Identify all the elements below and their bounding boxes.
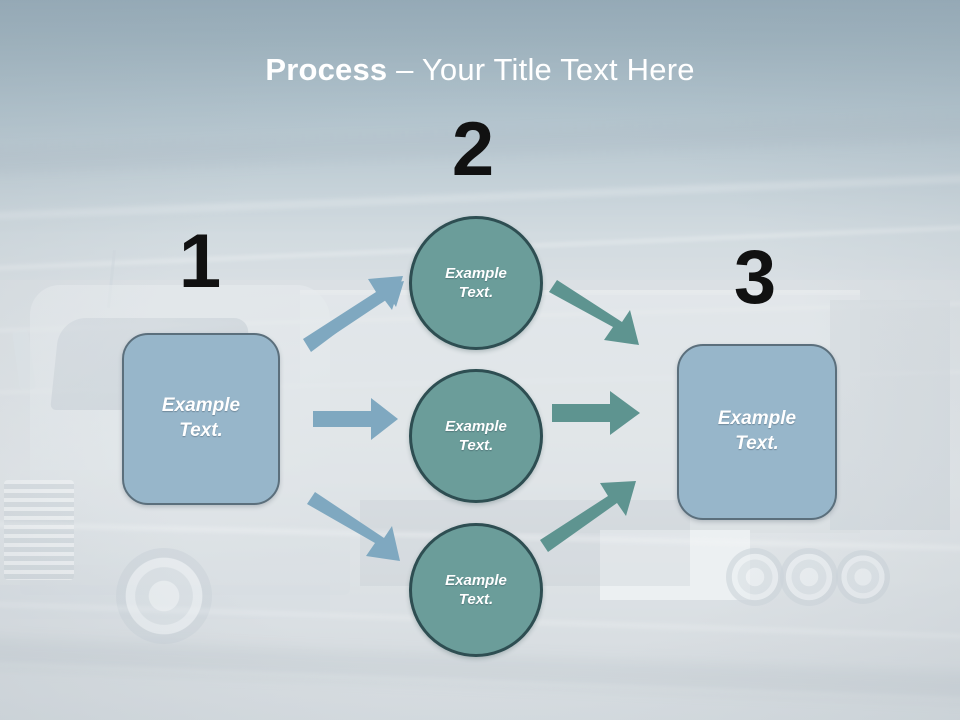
stage-three-box-label: Example Text. (717, 408, 797, 454)
slide-title: Process – Your Title Text Here (0, 52, 960, 88)
stage-two-circle-middle[interactable]: Example Text. (409, 369, 543, 503)
truck-wheel (116, 548, 212, 644)
stage-two-circle-middle-label: Example Text. (445, 417, 507, 455)
truck-wheel (836, 550, 890, 604)
step-number-3: 3 (733, 235, 777, 320)
truck-wheel (726, 548, 784, 606)
stage-one-box[interactable]: Example Text. (122, 333, 280, 505)
title-strong: Process (265, 52, 388, 87)
title-rest: – Your Title Text Here (387, 52, 695, 87)
step-number-2: 2 (451, 107, 495, 192)
truck-grille (4, 480, 74, 580)
truck-wheel (780, 548, 838, 606)
stage-one-box-label: Example Text. (161, 395, 241, 441)
stage-two-circle-top-label: Example Text. (445, 264, 507, 302)
stage-two-circle-top[interactable]: Example Text. (409, 216, 543, 350)
stage-two-circle-bottom-label: Example Text. (445, 571, 507, 609)
stage-three-box[interactable]: Example Text. (677, 344, 837, 520)
step-number-1: 1 (178, 219, 222, 304)
truck-trailer-rear (830, 300, 950, 530)
stage-two-circle-bottom[interactable]: Example Text. (409, 523, 543, 657)
